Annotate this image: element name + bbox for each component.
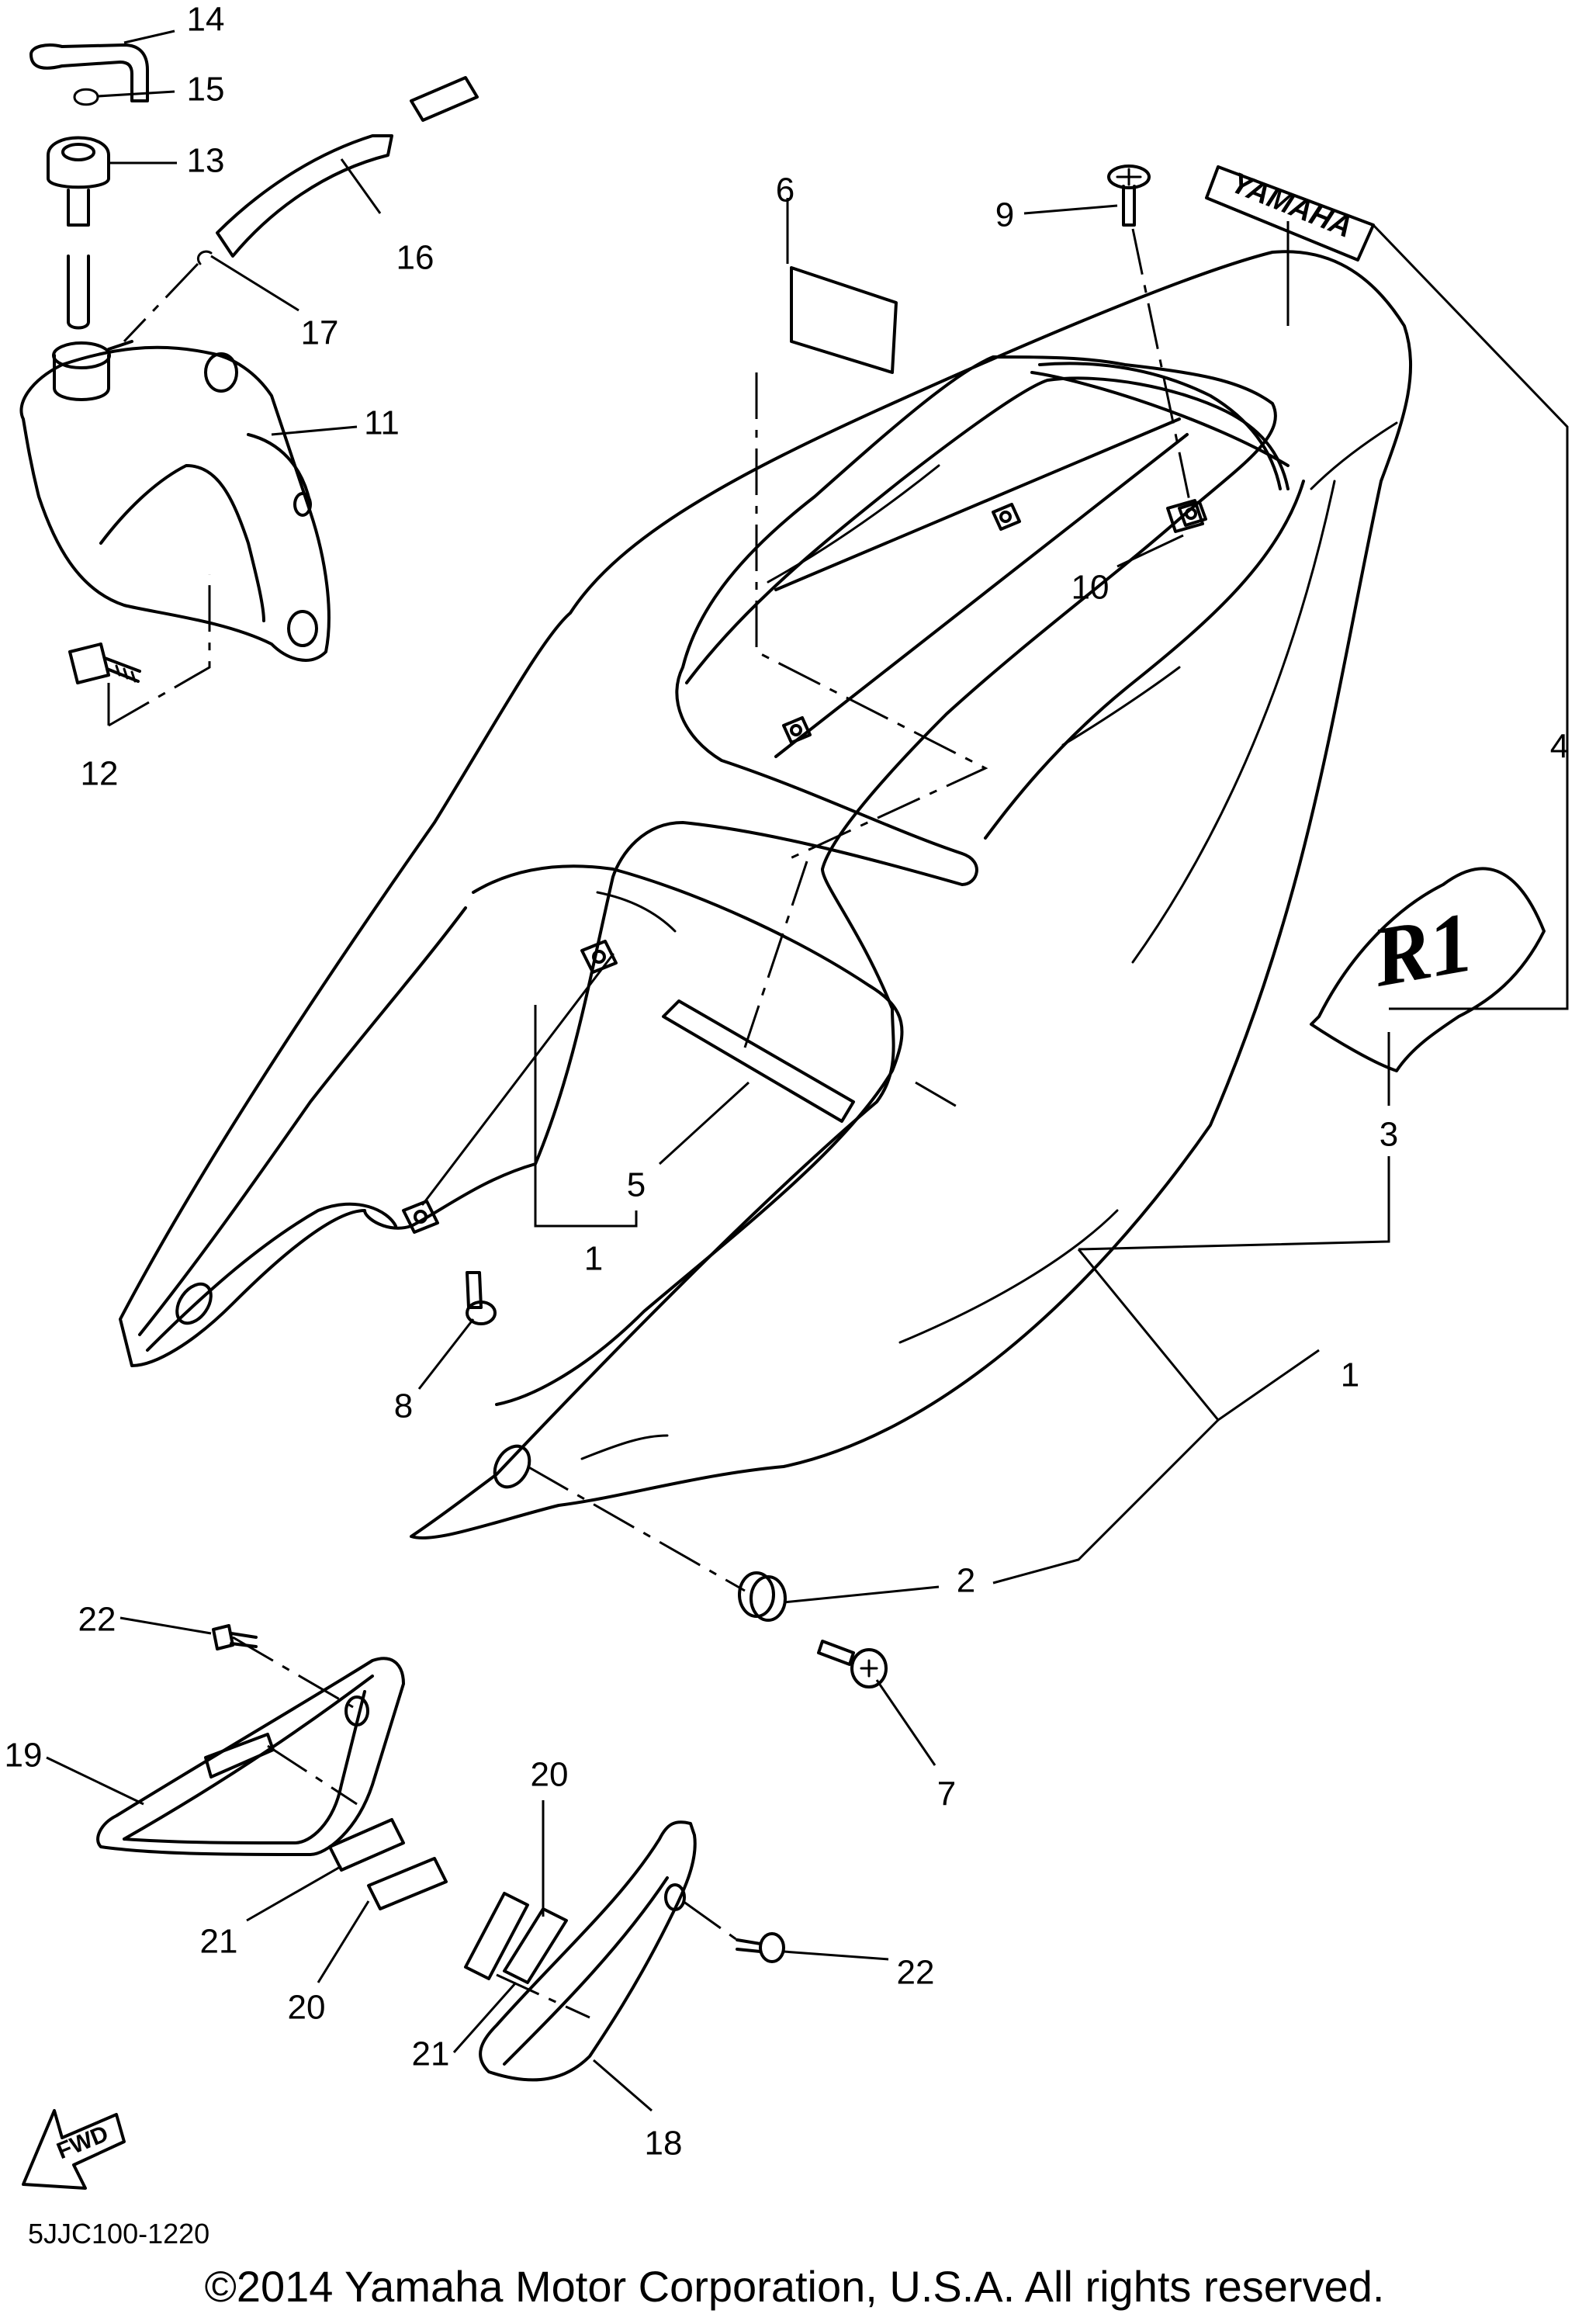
breather-valve [47,136,110,330]
side-cover-screw-right [736,1932,785,1963]
callout-1-left: 1 [584,1240,603,1278]
r1-decal: R1 [1310,867,1546,1072]
hose-elbow [29,43,149,102]
seat-cowling [119,250,1413,1540]
callout-20-left: 20 [288,1989,326,2027]
diagram-code: 5JJC100-1220 [28,2218,210,2250]
side-cover-left [96,1657,405,1856]
callout-10: 10 [1071,569,1110,607]
callout-14: 14 [187,1,225,39]
callout-15: 15 [187,71,225,109]
forward-direction-arrow: FWD [22,2109,126,2190]
reservoir-tank [19,340,331,662]
callout-7: 7 [937,1775,956,1813]
callout-8: 8 [394,1387,413,1425]
r1-decal-text: R1 [1365,894,1480,1005]
cowling-screw [817,1640,888,1688]
hose-clip [73,88,99,106]
callout-13: 13 [187,142,225,180]
callout-5: 5 [627,1166,646,1204]
side-cover-screw-left [212,1624,258,1650]
cowling-grommet [738,1571,787,1622]
callout-17: 17 [301,314,339,352]
callout-21-right: 21 [412,2035,450,2073]
callout-6: 6 [776,171,794,210]
seat-screw [1107,165,1151,227]
caution-label [790,266,898,374]
tank-hose-clip [196,250,213,265]
callout-4: 4 [1550,728,1569,766]
yamaha-decal: YAMAHA [1205,165,1375,261]
callout-12: 12 [81,755,119,793]
callout-20-top: 20 [531,1756,569,1794]
copyright-notice: ©2014 Yamaha Motor Corporation, U.S.A. A… [204,2262,1385,2311]
callout-11: 11 [364,404,400,442]
leader-lines [46,29,1569,2112]
callout-numbers: 14 15 13 16 17 11 12 6 9 10 4 3 1 2 1 5 … [5,1,1570,2163]
callout-19: 19 [5,1737,43,1775]
callout-21-left: 21 [200,1923,238,1961]
side-decals [328,1818,568,1984]
callout-1-right: 1 [1341,1356,1359,1394]
speed-nut [1166,499,1204,533]
callout-9: 9 [995,196,1014,234]
callout-22-left: 22 [78,1601,116,1639]
seat-strip-decal [662,999,855,1123]
callout-16: 16 [396,239,434,277]
callout-18: 18 [645,2125,683,2163]
side-cover-right [479,1820,697,2082]
callout-22-right: 22 [897,1954,935,1992]
cowling-bolt [466,1271,497,1325]
callout-3: 3 [1380,1116,1398,1154]
callout-2: 2 [957,1562,975,1600]
tank-bolt [68,642,141,684]
breather-hose [216,76,479,258]
